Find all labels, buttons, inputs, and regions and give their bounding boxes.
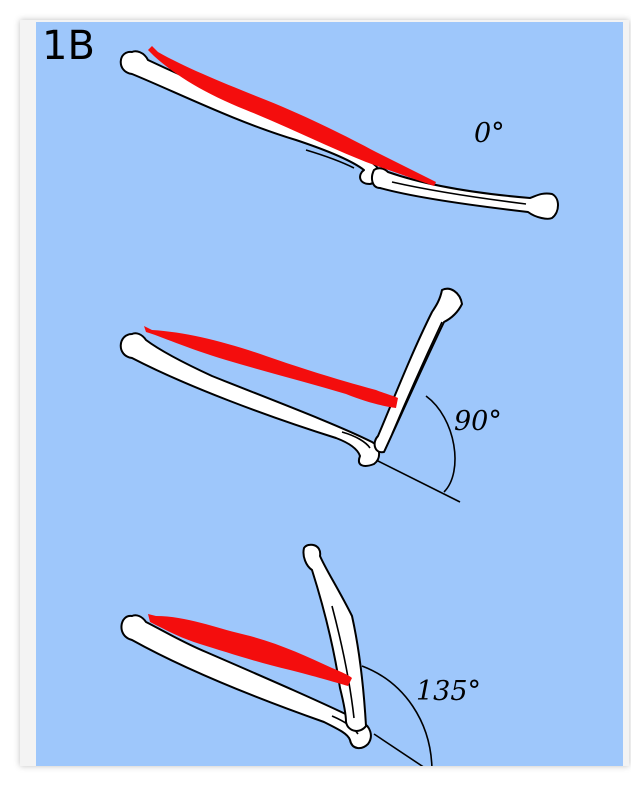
angle-label-0: 0°: [474, 118, 505, 149]
diagram-panel: 1B 0° 90° 135°: [36, 22, 623, 766]
elbow-flexion-illustration: [36, 22, 623, 766]
angle-label-135: 135°: [416, 676, 481, 707]
angle-label-90: 90°: [454, 406, 502, 437]
figure-label: 1B: [42, 24, 95, 68]
